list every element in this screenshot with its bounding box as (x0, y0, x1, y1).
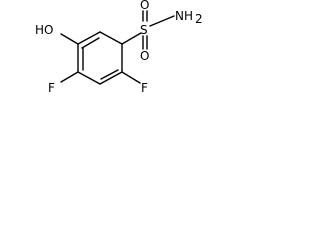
hydroxyl-bond (60, 33, 79, 45)
ring-bond-2 (99, 31, 123, 45)
structure-canvas: HO S O O NH 2 F F (0, 0, 214, 132)
right-fluorine-label: F (141, 81, 148, 95)
sulfur-amine-bond (149, 15, 175, 27)
ring-bond-4 (99, 71, 123, 85)
aromatic-inner-bond-1 (81, 37, 100, 49)
left-fluorine-label: F (48, 81, 55, 95)
left-fluorine-bond (60, 71, 79, 83)
aromatic-inner-bond-2 (100, 69, 119, 80)
amine-subscript-label: 2 (195, 12, 203, 26)
ring-bond-1 (77, 31, 101, 45)
oxygen-top-label: O (140, 0, 149, 12)
ring-bond-5 (77, 71, 101, 85)
molecule-structure: HO S O O NH 2 F F (35, 0, 203, 95)
sulfur-label: S (140, 23, 148, 37)
right-fluorine-bond (121, 71, 141, 84)
hydroxyl-label: HO (35, 23, 53, 37)
sulfur-bond (121, 32, 142, 45)
oxygen-bottom-label: O (140, 49, 149, 63)
amine-label: NH (175, 9, 193, 23)
